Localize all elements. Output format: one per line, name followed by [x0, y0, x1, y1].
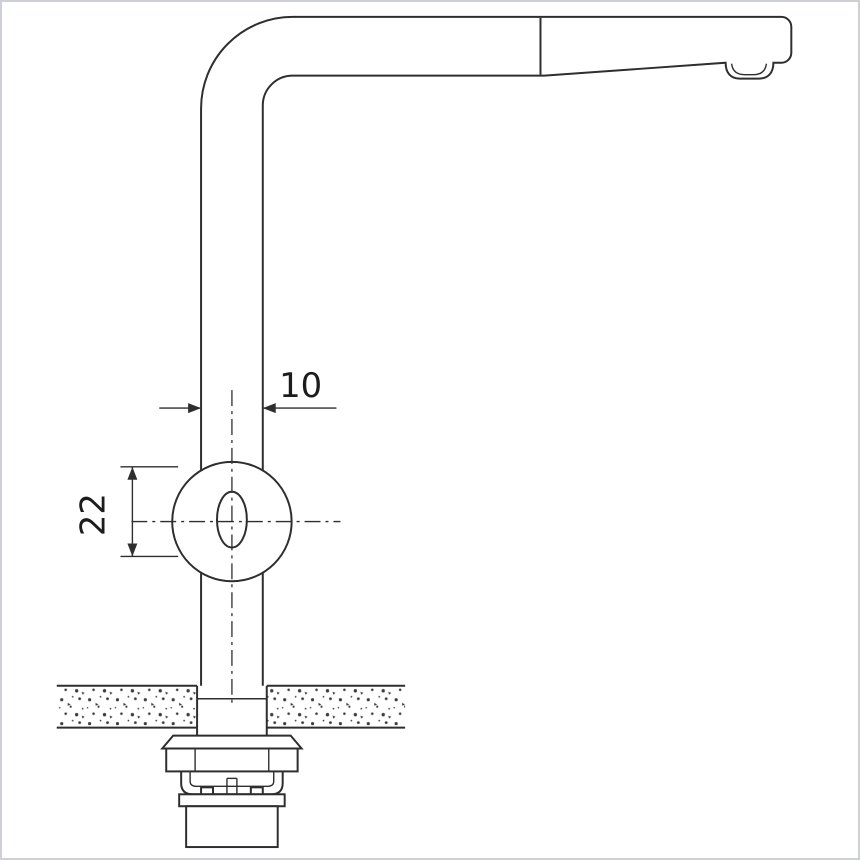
countertop-section-right [266, 686, 406, 727]
mounting-nut [165, 747, 299, 773]
countertop-edge-lines [56, 684, 406, 729]
handle-hub-circle [171, 460, 293, 583]
mounting-shank [196, 685, 268, 736]
handle-lever-slot [216, 490, 248, 549]
dimension-22: 22 [74, 466, 179, 558]
faucet-spout-outline [200, 15, 793, 471]
countertop-section-left [57, 686, 198, 727]
faucet-body-pipe [200, 572, 264, 686]
base-washer [160, 734, 304, 750]
dimension-22-label: 22 [74, 493, 113, 536]
aerator-outlet [730, 63, 768, 76]
mounting-block [185, 805, 279, 849]
dimension-10-label: 10 [279, 366, 322, 405]
mounting-plate [178, 793, 286, 808]
dimension-10: 10 [159, 366, 337, 414]
mounting-bracket [180, 771, 284, 796]
